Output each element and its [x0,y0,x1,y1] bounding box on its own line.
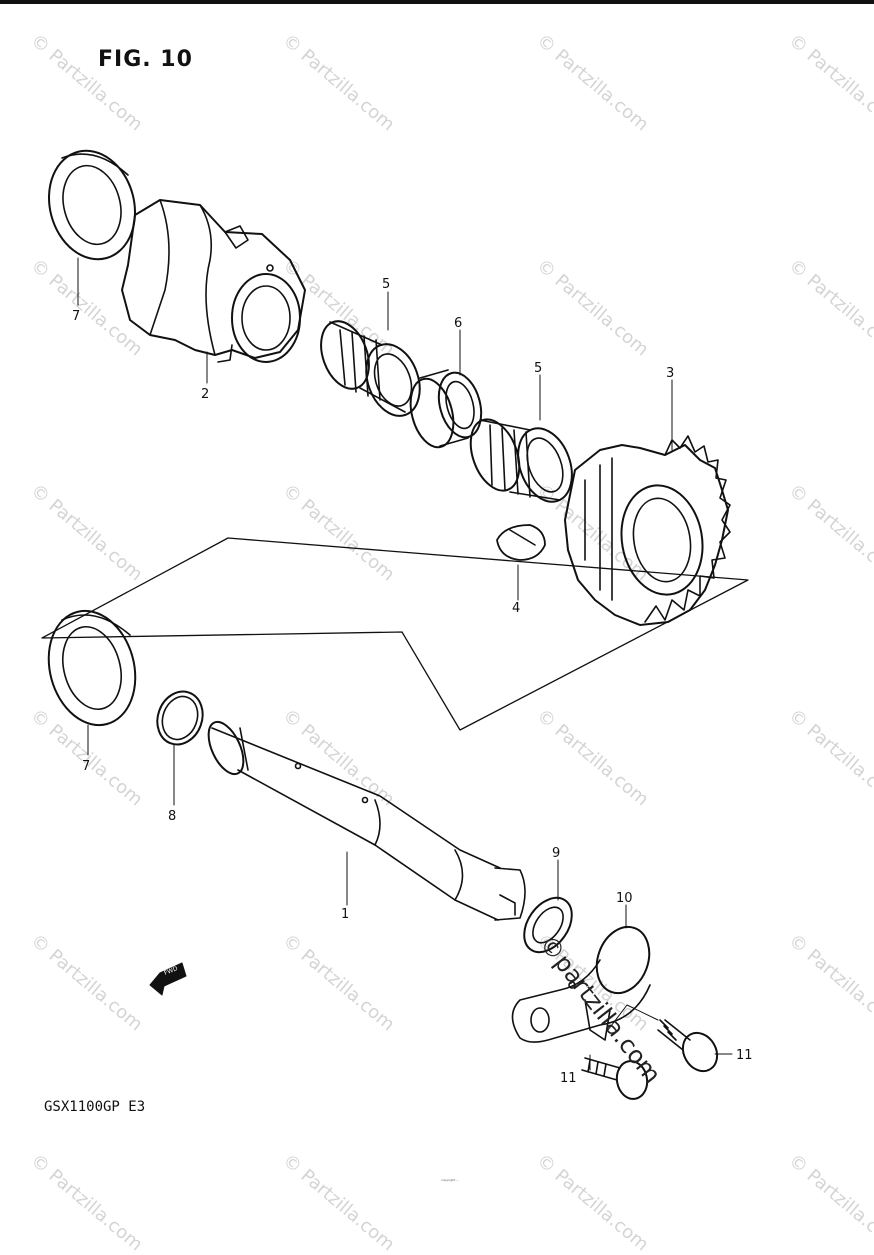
assembly-outline [41,537,749,731]
part-11-bolt-right [657,1019,719,1073]
part-1-shaft [207,720,526,921]
callout-leaders [77,257,733,1071]
callout-2: 2 [201,387,209,402]
part-8-oring [156,690,204,746]
part-5-bearing-left [320,320,421,417]
callout-11-bottom: 11 [560,1071,577,1086]
callout-7-bottom: 7 [82,759,90,774]
callout-3: 3 [666,366,674,381]
top-border-rule [0,0,874,4]
callout-5-left: 5 [382,277,390,292]
figure-title: FIG. 10 [98,47,193,72]
part-5-bearing-right [469,418,573,503]
callout-9: 9 [552,846,560,861]
model-code: GSX1100GP E3 [44,1099,146,1115]
callout-7-top: 7 [72,309,80,324]
part-4-key [496,524,546,561]
part-9-washer [523,896,573,954]
callout-labels: 7 2 5 6 5 3 4 7 8 1 9 10 11 11 [72,277,753,1086]
callout-8: 8 [168,809,176,824]
part-6-bushing [409,369,483,449]
copyright-fine-print: copyright ... [440,1178,460,1182]
callout-6: 6 [454,316,462,331]
part-7-washer-top [48,149,136,261]
part-2-housing [121,199,306,363]
part-7-washer-bottom [47,609,137,727]
part-11-bolt-bottom [581,1057,649,1100]
exploded-parts-diagram: 7 2 5 6 5 3 4 7 8 1 9 10 11 11 FWD [41,149,753,1100]
part-10-bracket [511,925,651,1043]
callout-11-right: 11 [736,1048,753,1063]
callout-4: 4 [512,601,520,616]
callout-10: 10 [616,891,633,906]
part-3-gear [564,435,731,626]
callout-5-right: 5 [534,361,542,376]
fwd-label: FWD [163,965,179,977]
callout-1: 1 [341,907,349,922]
fwd-arrow-icon [149,962,187,996]
